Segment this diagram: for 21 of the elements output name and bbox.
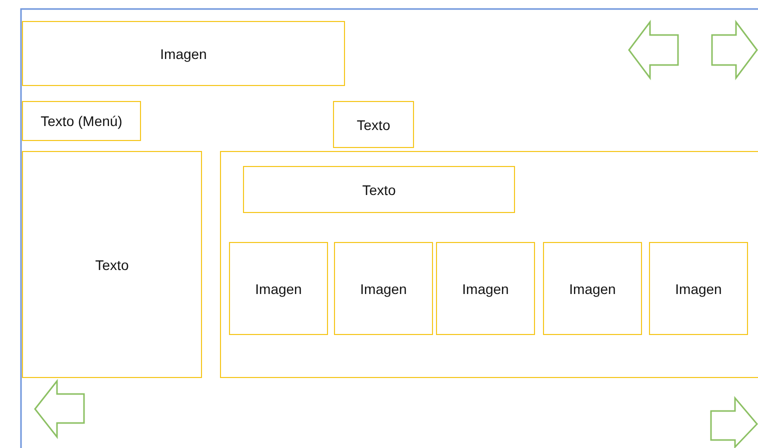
placeholder-label: Texto bbox=[356, 116, 390, 132]
placeholder-box bbox=[436, 242, 535, 335]
placeholder-box bbox=[649, 242, 748, 335]
placeholder-label: Imagen bbox=[255, 280, 302, 296]
placeholder-box bbox=[22, 21, 345, 86]
placeholder-box bbox=[22, 151, 202, 378]
placeholder-label: Texto bbox=[95, 256, 129, 272]
placeholder-box bbox=[22, 101, 141, 141]
placeholder-box bbox=[334, 242, 433, 335]
placeholder-label: Imagen bbox=[675, 280, 722, 296]
placeholder-label: Imagen bbox=[360, 280, 407, 296]
placeholder-label: Texto bbox=[362, 182, 396, 198]
panel-box bbox=[220, 151, 758, 378]
placeholder-label: Imagen bbox=[462, 280, 509, 296]
placeholder-box bbox=[543, 242, 642, 335]
placeholder-box bbox=[333, 101, 414, 148]
placeholder-label: Texto (Menú) bbox=[40, 113, 122, 129]
placeholder-label: Imagen bbox=[569, 280, 616, 296]
placeholder-box bbox=[229, 242, 328, 335]
placeholder-box bbox=[243, 166, 515, 213]
placeholder-label: Imagen bbox=[160, 46, 207, 62]
